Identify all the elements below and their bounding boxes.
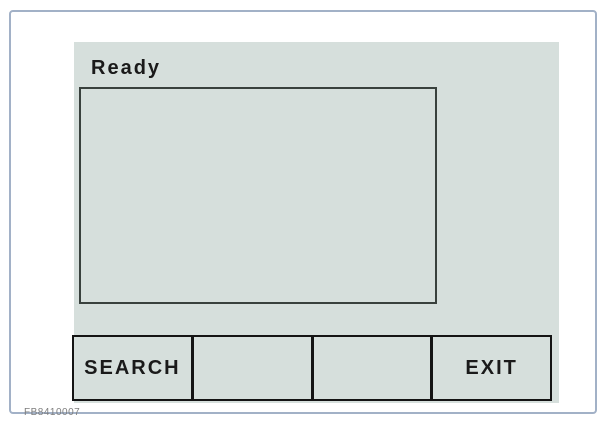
softkey-blank-2[interactable] bbox=[310, 337, 431, 399]
exit-button[interactable]: EXIT bbox=[430, 337, 550, 399]
softkey-row: SEARCH EXIT bbox=[72, 335, 552, 401]
display-area bbox=[79, 87, 437, 304]
status-text: Ready bbox=[91, 57, 162, 79]
figure-frame: Ready SEARCH EXIT FB8410007 bbox=[9, 10, 597, 418]
figure-code: FB8410007 bbox=[24, 407, 81, 418]
softkey-blank-1[interactable] bbox=[190, 337, 311, 399]
device-screen-panel: Ready SEARCH EXIT bbox=[72, 42, 559, 403]
search-button[interactable]: SEARCH bbox=[74, 337, 191, 399]
